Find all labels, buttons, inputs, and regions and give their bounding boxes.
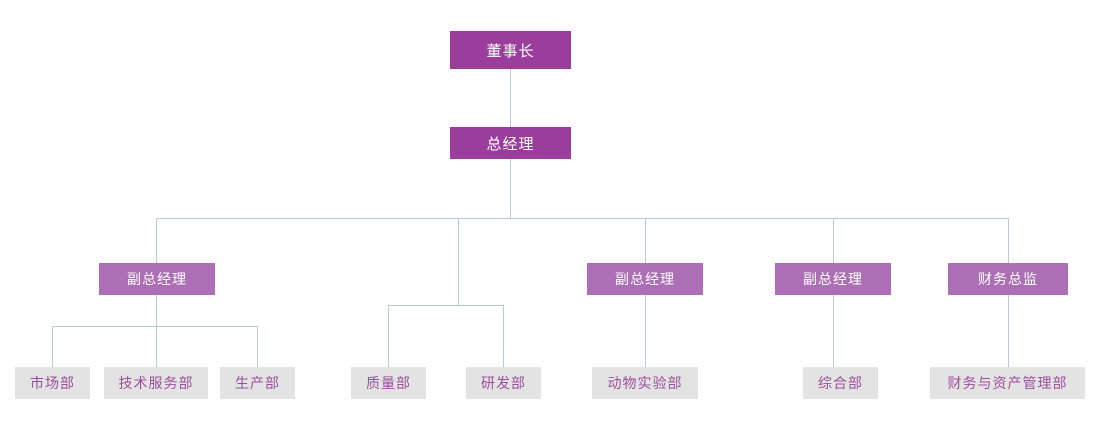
node-dept-finance-asset[interactable]: 财务与资产管理部 [930,367,1085,399]
connector-main-bus [156,218,1009,219]
connector-bus-to-group2 [458,218,459,305]
node-dept-market[interactable]: 市场部 [15,367,90,399]
node-vp-1[interactable]: 副总经理 [99,263,215,295]
node-dept-tech-service[interactable]: 技术服务部 [104,367,208,399]
connector-bus-to-vp1 [156,218,157,263]
node-dept-general-affairs[interactable]: 综合部 [803,367,878,399]
node-dept-animal-lab[interactable]: 动物实验部 [592,367,698,399]
node-vp-2[interactable]: 副总经理 [587,263,703,295]
connector-vp2-to-animal-lab [645,295,646,367]
node-dept-quality[interactable]: 质量部 [351,367,426,399]
connector-subbus-to-quality [388,305,389,367]
node-cfo[interactable]: 财务总监 [948,263,1068,295]
node-dept-production[interactable]: 生产部 [220,367,295,399]
node-general-manager[interactable]: 总经理 [450,127,571,159]
node-dept-rd[interactable]: 研发部 [466,367,541,399]
connector-subbus-to-tech-service [156,326,157,367]
connector-bus-to-cfo [1008,218,1009,263]
connector-chairman-gm [510,69,511,127]
connector-vp3-to-general-affairs [833,295,834,367]
connector-cfo-to-finance [1008,295,1009,367]
connector-subbus-to-market [52,326,53,367]
connector-vp1-drop [156,295,157,326]
connector-subbus-to-production [257,326,258,367]
connector-subbus-to-rd [503,305,504,367]
connector-gm-drop [510,159,511,218]
node-chairman[interactable]: 董事长 [450,31,571,69]
connector-vp1-subbus [52,326,258,327]
connector-group2-subbus [388,305,504,306]
connector-bus-to-vp2 [645,218,646,263]
connector-bus-to-vp3 [833,218,834,263]
node-vp-3[interactable]: 副总经理 [775,263,891,295]
